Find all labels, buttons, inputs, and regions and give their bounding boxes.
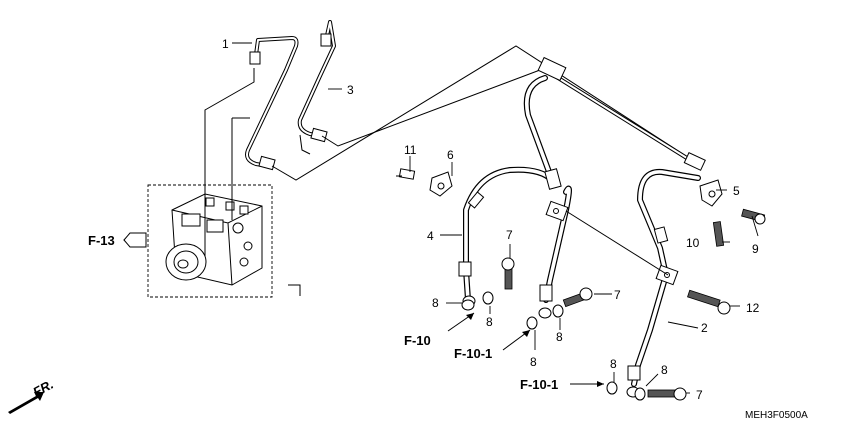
- diagram-code: MEH3F0500A: [745, 410, 808, 421]
- callout-8-left2: 8: [486, 315, 493, 329]
- front-label: FR.: [30, 377, 56, 400]
- brake-hose-2: [565, 168, 701, 398]
- bolt-9: [741, 208, 766, 225]
- reference-arrows: [123, 232, 604, 387]
- callout-12: 12: [746, 301, 760, 315]
- bolt-11: [396, 168, 416, 180]
- callout-7-lower: 7: [696, 388, 703, 402]
- brake-pipe-3: [297, 20, 336, 143]
- bolt-12: [687, 289, 731, 315]
- callout-11: 11: [404, 143, 417, 157]
- brake-pipe-1: [245, 36, 299, 171]
- ref-f-13[interactable]: F-13: [88, 233, 115, 248]
- callout-6: 6: [447, 148, 454, 162]
- callout-8-left: 8: [432, 296, 439, 310]
- callout-8-center2: 8: [556, 330, 563, 344]
- callout-7-middle: 7: [614, 288, 621, 302]
- callout-8-lower2: 8: [661, 363, 668, 377]
- callout-1: 1: [222, 37, 229, 51]
- abs-connection-lines: [204, 45, 701, 296]
- abs-modulator: [147, 184, 273, 298]
- callout-3: 3: [347, 83, 354, 97]
- callout-9: 9: [752, 242, 759, 256]
- callout-10: 10: [686, 236, 700, 250]
- bolt-7-lower: [647, 387, 687, 401]
- callout-7-upper: 7: [506, 228, 513, 242]
- bolt-10: [712, 221, 725, 247]
- ref-f-10[interactable]: F-10: [404, 333, 431, 348]
- brake-hose-4: [458, 75, 562, 307]
- callout-5: 5: [733, 184, 740, 198]
- clamp-6: [429, 171, 453, 197]
- brake-hose-center: [538, 185, 572, 319]
- callout-8-lower: 8: [610, 357, 617, 371]
- sealing-washers: [461, 291, 646, 401]
- callout-4: 4: [427, 229, 434, 243]
- front-direction-arrow: [8, 392, 44, 414]
- bolt-7-upper: [501, 257, 515, 290]
- clamp-5: [699, 179, 723, 207]
- ref-f-10-1-center[interactable]: F-10-1: [454, 346, 492, 361]
- bolt-7-middle: [562, 287, 593, 308]
- brake-pipe-main: [537, 56, 706, 171]
- callout-2: 2: [701, 321, 708, 335]
- leader-lines: [232, 42, 759, 394]
- callout-8-center: 8: [530, 355, 537, 369]
- ref-f-10-1-lower[interactable]: F-10-1: [520, 377, 558, 392]
